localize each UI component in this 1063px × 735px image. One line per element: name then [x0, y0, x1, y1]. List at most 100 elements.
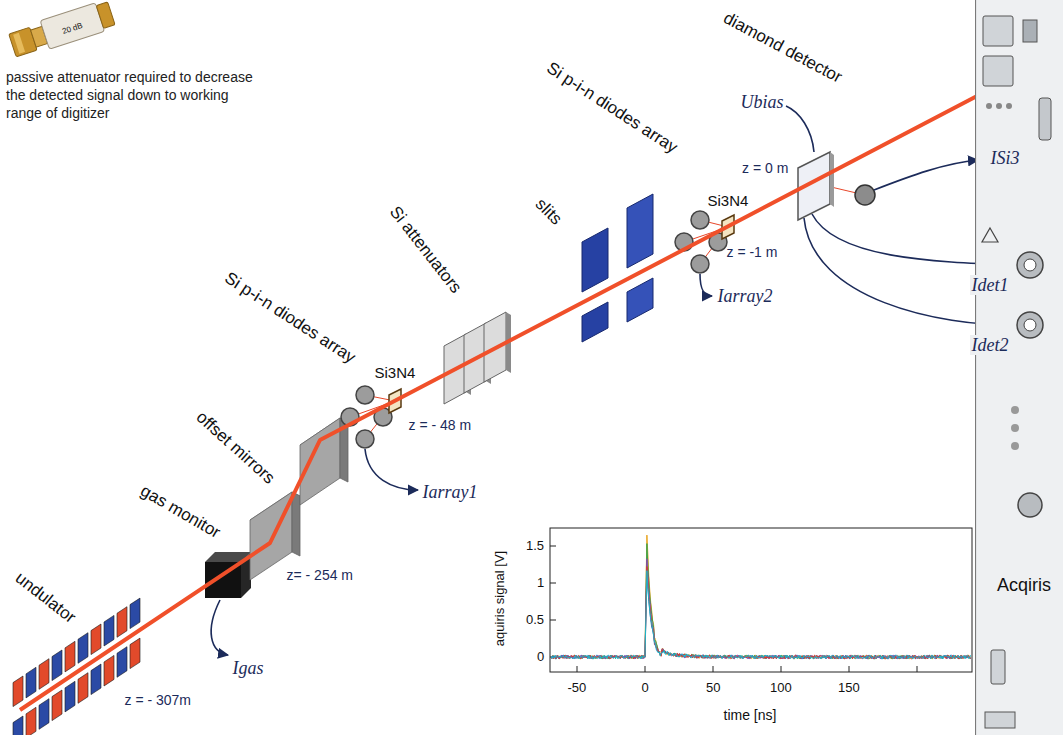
magnet-block: [26, 707, 36, 735]
plate-edge: [830, 152, 834, 207]
diode-array: [341, 386, 401, 448]
position-label: z = 0 m: [742, 160, 788, 176]
sma-end: [96, 2, 115, 29]
component-label: offset mirrors: [192, 407, 279, 488]
d-sub-connector: [1039, 98, 1051, 140]
tick-label: -50: [568, 681, 587, 696]
tick: [917, 666, 918, 672]
tick-label: 150: [838, 681, 860, 696]
signal-name: Iarray2: [718, 286, 773, 307]
tick: [713, 666, 714, 672]
magnet-block: [117, 607, 127, 638]
led: [986, 103, 992, 109]
component-label: undulator: [11, 568, 79, 627]
mirror-face: [250, 492, 292, 580]
led: [1006, 103, 1012, 109]
position-label: z = -1 m: [727, 244, 778, 260]
bnc-input: [1017, 252, 1043, 278]
pin-diode: [855, 185, 875, 205]
attenuator-photo: [8, 0, 116, 60]
tick-label: 0: [537, 650, 544, 665]
x-ray-beam: [20, 84, 1000, 710]
led: [1011, 406, 1019, 414]
device-name: Acqiris: [997, 575, 1051, 596]
signal-name: Idet1: [970, 275, 1011, 296]
plot-frame: [550, 528, 972, 672]
pin-diode: [691, 255, 709, 273]
component-label: Si p-i-n diodes array: [221, 268, 359, 367]
attenuator-body: [40, 3, 104, 49]
tick: [550, 583, 556, 584]
digitizer-panel: Acqiris: [975, 0, 1063, 735]
material-label: Si3N4: [708, 192, 749, 209]
position-label: z = - 48 m: [409, 417, 472, 433]
signal-trace: [551, 559, 971, 659]
slits: [582, 194, 653, 342]
magnet-block: [52, 650, 62, 681]
slit-blade: [582, 228, 608, 292]
mirror-side: [292, 492, 300, 556]
magnet-block: [130, 638, 140, 669]
panel-handle: [985, 712, 1015, 728]
magnet-block: [65, 681, 75, 712]
bnc-input: [1018, 493, 1042, 517]
signal-name: ISi3: [989, 148, 1022, 169]
port-cage: [983, 56, 1013, 86]
magnet-block: [65, 641, 75, 672]
signal-trace: [551, 535, 971, 659]
magnet-block: [91, 624, 101, 655]
tick-label: 100: [770, 681, 792, 696]
component-label: diamond detector: [720, 8, 845, 87]
component-label: Si attenuators: [385, 202, 465, 297]
axis-title: time [ns]: [724, 707, 777, 723]
signal-wire: [700, 274, 712, 296]
slit-blade: [582, 302, 608, 342]
magnet-block: [13, 676, 23, 707]
magnet-block: [78, 673, 88, 704]
axis-title: aquiris signal [V]: [493, 550, 508, 645]
tick: [781, 666, 782, 672]
diode-array: [675, 211, 734, 273]
component-label: Si p-i-n diodes array: [543, 58, 681, 157]
signal-wire: [211, 600, 228, 655]
led: [1011, 442, 1019, 450]
undulator-magnets: [13, 598, 140, 735]
nut-highlight: [13, 33, 25, 54]
signal-trace: [551, 571, 971, 659]
tick-label: 0.5: [526, 613, 544, 628]
bnc-core: [1024, 319, 1036, 331]
tick-marks: [550, 546, 917, 672]
tick: [645, 666, 646, 672]
magnet-block: [104, 615, 114, 646]
led: [996, 103, 1002, 109]
slit-blade: [627, 194, 653, 268]
warning-triangle: [982, 228, 998, 242]
tick: [577, 666, 578, 672]
signal-name: Idet2: [970, 335, 1011, 356]
offset-mirrors: [250, 418, 348, 580]
position-label: z= - 254 m: [287, 567, 354, 583]
signal-wire: [365, 449, 418, 490]
signal-name: Iarray1: [423, 482, 478, 503]
signal-trace: [551, 544, 971, 659]
tick: [550, 620, 556, 621]
tick-label: 0: [642, 681, 649, 696]
magnet-block: [78, 633, 88, 664]
component-label: slits: [531, 195, 566, 230]
magnet-block: [91, 664, 101, 695]
signal-traces: [551, 535, 971, 659]
signal-name: Ubias: [741, 92, 784, 113]
magnet-block: [52, 690, 62, 721]
magnet-block: [13, 716, 23, 735]
tick: [849, 666, 850, 672]
port-cage: [983, 16, 1013, 46]
magnet-block: [104, 655, 114, 686]
signal-wire: [786, 106, 814, 152]
magnet-block: [117, 647, 127, 678]
panel-face: [976, 0, 1063, 735]
led: [1011, 424, 1019, 432]
usb-port: [991, 650, 1005, 684]
magnet-block: [39, 699, 49, 730]
signal-chart: [550, 528, 972, 672]
tick: [550, 546, 556, 547]
